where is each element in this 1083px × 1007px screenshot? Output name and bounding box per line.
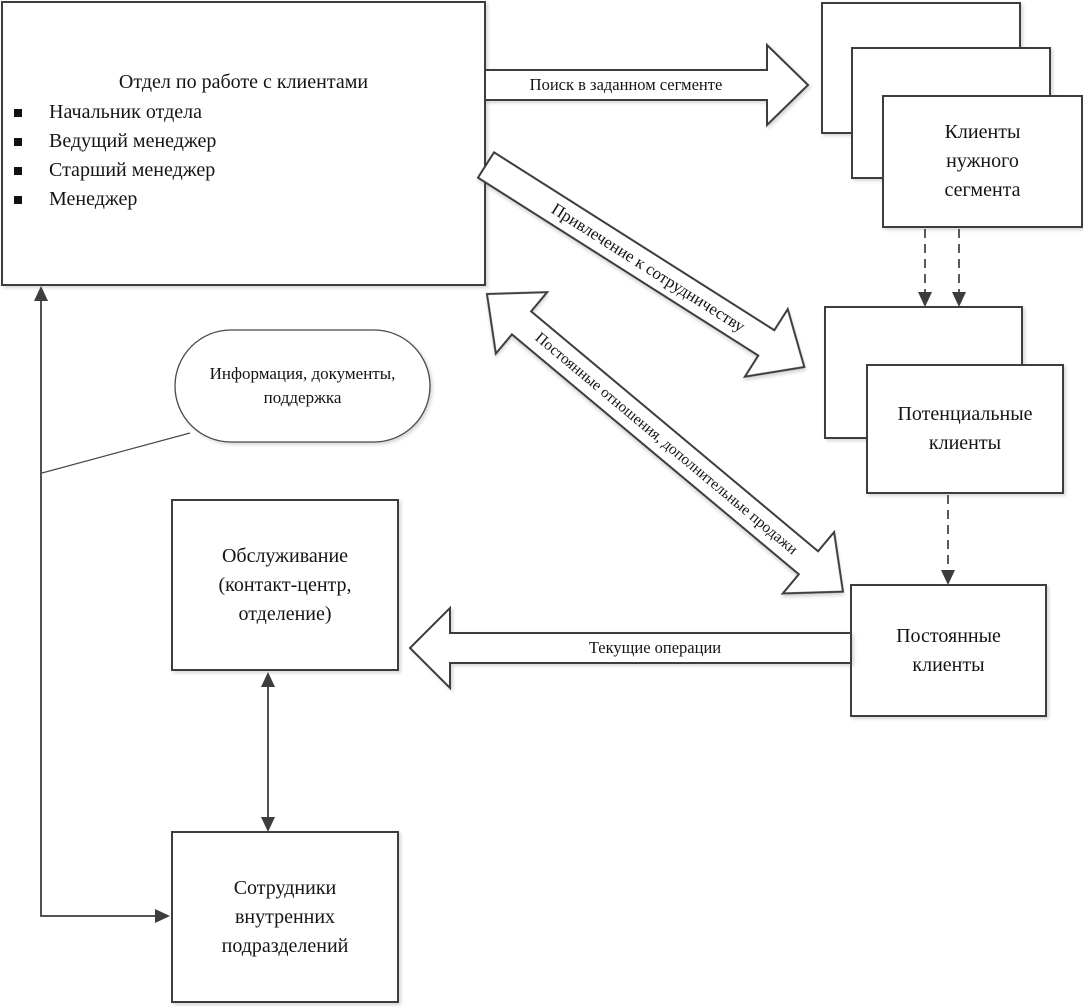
- department-item: Менеджер: [2, 185, 485, 214]
- operations-arrow-label: Текущие операции: [588, 638, 722, 657]
- regular-clients-label: Постоянные клиенты: [896, 624, 1001, 676]
- attract-arrow: [476, 150, 806, 379]
- service-label: Обслуживание (контакт-центр, отделение): [218, 544, 352, 625]
- bullet-square-icon: [14, 195, 22, 204]
- department-item-label: Старший менеджер: [49, 159, 216, 181]
- info-support-capsule: [174, 329, 431, 443]
- regular-clients-box: [850, 584, 1047, 717]
- service-staff-arrowhead-bottom: [261, 817, 275, 832]
- internal-staff-box: [171, 831, 399, 1003]
- staff-department-arrowhead-up: [34, 286, 48, 301]
- staff-department-connector: [40, 299, 155, 917]
- service-box: [171, 499, 399, 671]
- department-title: Отдел по работе с клиентами: [118, 71, 369, 93]
- search-segment-arrow: [484, 42, 810, 128]
- department-item-label: Ведущий менеджер: [49, 130, 217, 152]
- target-clients-box: [882, 95, 1083, 228]
- department-item-label: Менеджер: [49, 188, 138, 210]
- potential-clients-label: Потенциальные клиенты: [897, 403, 1033, 454]
- target-clients-label: Клиенты нужного сегмента: [944, 121, 1021, 201]
- bullet-square-icon: [14, 137, 22, 146]
- search-segment-arrow-label: Поиск в заданном сегменте: [529, 75, 723, 94]
- potential-clients-box: [866, 364, 1064, 494]
- capsule-leader-line: [41, 432, 191, 474]
- department-item-label: Начальник отдела: [49, 101, 202, 123]
- dashed-connector-3-arrowhead: [941, 570, 955, 585]
- info-support-label: Информация, документы, поддержка: [209, 364, 396, 407]
- department-item: Старший менеджер: [2, 156, 485, 185]
- dashed-connector-2-arrowhead: [952, 292, 966, 307]
- internal-staff-label: Сотрудники внутренних подразделений: [221, 876, 349, 957]
- dashed-connector-1-arrowhead: [918, 292, 932, 307]
- department-item: Начальник отдела: [2, 98, 485, 127]
- service-staff-arrowhead-top: [261, 672, 275, 687]
- department-box: [1, 1, 486, 286]
- bullet-square-icon: [14, 166, 22, 175]
- bullet-square-icon: [14, 108, 22, 117]
- department-content: Отдел по работе с клиентами Начальник от…: [2, 67, 485, 214]
- relations-double-arrow: [485, 291, 845, 595]
- staff-department-arrowhead-right: [155, 909, 170, 923]
- department-item: Ведущий менеджер: [2, 127, 485, 156]
- operations-arrow: [408, 605, 852, 691]
